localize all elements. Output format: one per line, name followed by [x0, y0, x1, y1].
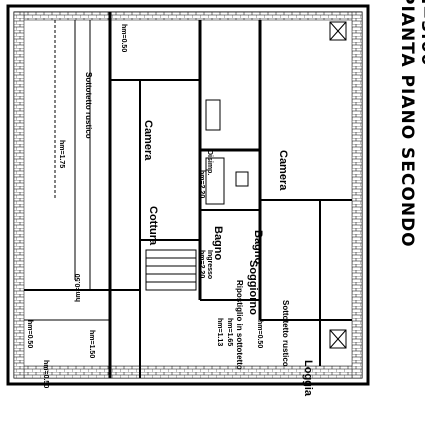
stairs: [145, 249, 197, 291]
wall-hatch-left: [13, 11, 25, 379]
room-bagno-1: Bagno: [212, 226, 224, 261]
height-175: hm=1.75: [58, 140, 65, 168]
plan-height: h=3.00: [417, 0, 425, 66]
height-050-right: hm=0.50: [256, 320, 263, 348]
window-bedroom-x2: [329, 21, 347, 41]
inner-wall-outline: [13, 11, 363, 379]
room-cottura: Cottura: [147, 206, 159, 246]
title-block: PIANTA PIANO SECONDO h=3.00: [397, 0, 425, 248]
room-soggiorno: Soggiorno: [247, 260, 259, 315]
wall-hatch-right: [351, 11, 363, 379]
room-ingresso: Ingresso: [206, 250, 213, 279]
window-loggia: [329, 329, 347, 349]
room-labels: Camera Camera Bagno Bagno Cottura Soggio…: [84, 72, 314, 397]
room-sottotetto-left: Sottotetto rustico: [84, 72, 93, 139]
outer-wall: [6, 4, 370, 386]
height-050-bottom: hm=0.50: [42, 360, 49, 388]
room-disimpegno: Disimp.: [206, 150, 213, 175]
room-sottotetto-right: Sottotetto rustico: [281, 300, 290, 367]
walls: [6, 4, 370, 386]
room-bagno-2: Bagno: [252, 230, 264, 265]
room-loggia: Loggia: [302, 360, 314, 397]
window-loggia-x2: [329, 329, 347, 349]
stair-block: [145, 249, 197, 291]
height-150: hm=1.50: [88, 330, 95, 358]
room-camera-2: Camera: [277, 150, 289, 191]
height-top: hm=0.50: [120, 24, 127, 52]
height-113: hm=1.13: [216, 318, 223, 346]
height-050-mid: hm=0.50: [75, 274, 82, 302]
height-labels: hm=0.50 hm=1.75 hm=2.20 hm=2.20 hm=1.65 …: [26, 24, 263, 388]
height-050-left: hm=0.50: [26, 320, 33, 348]
room-camera-1: Camera: [142, 120, 154, 161]
window-bedroom: [329, 21, 347, 41]
height-165: hm=1.65: [226, 318, 233, 346]
wall-hatch-top: [13, 11, 363, 21]
height-220-disimp: hm=2.20: [198, 170, 205, 198]
sink: [205, 99, 221, 131]
plan-title: PIANTA PIANO SECONDO: [397, 0, 417, 248]
height-220-ingresso: hm=2.20: [198, 250, 205, 278]
bathtub: [205, 157, 225, 205]
room-ripostiglio: Ripostiglio in sottotetto: [235, 280, 244, 370]
toilet: [235, 171, 249, 187]
